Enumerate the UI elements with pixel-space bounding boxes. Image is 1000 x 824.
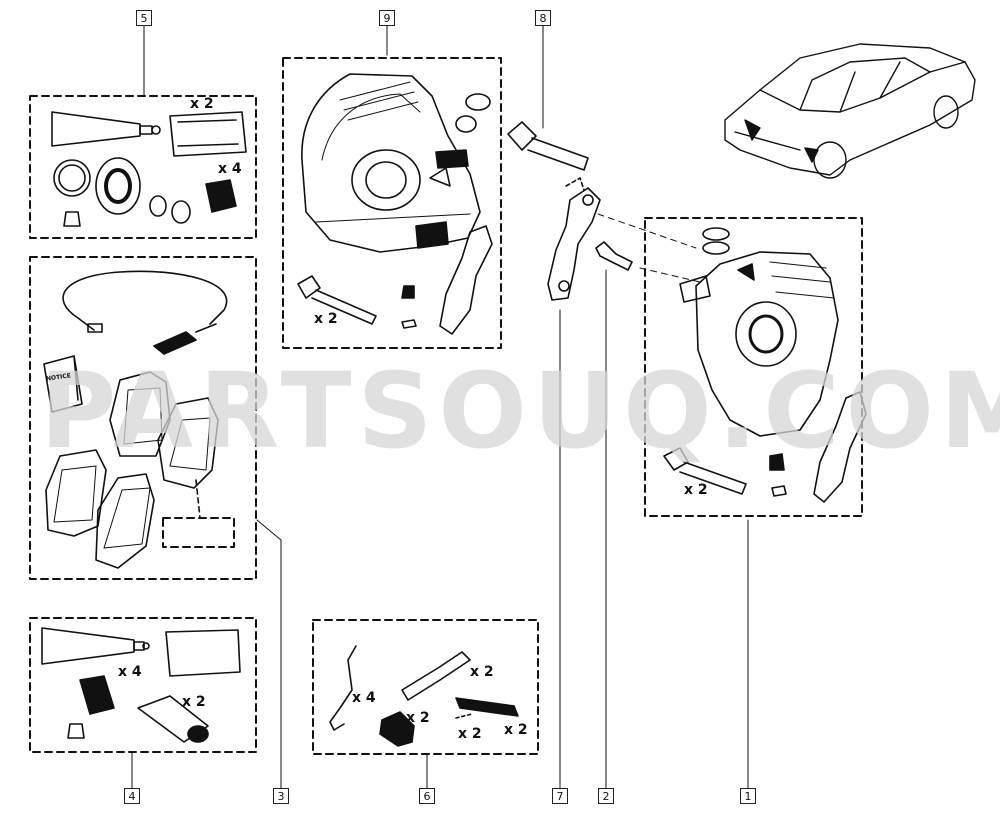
callout-9[interactable]: 9 (379, 10, 395, 26)
car-icon (724, 43, 976, 179)
brake-pad-icon (45, 449, 107, 537)
group-5-contents (51, 111, 247, 227)
qty-group6-plate: x 2 (458, 726, 482, 742)
callout-5[interactable]: 5 (136, 10, 152, 26)
group-3-contents (43, 270, 228, 569)
grease-sachet-icon (169, 111, 247, 157)
qty-group6-clip: x 2 (470, 664, 494, 680)
qty-group5-boot: x 4 (218, 161, 242, 177)
group-9-bolt (297, 225, 493, 335)
group-9-frame (282, 57, 502, 349)
qty-group4-sleeve: x 2 (182, 694, 206, 710)
grease-tube-icon (51, 111, 141, 147)
brake-caliper-icon (301, 73, 491, 253)
qty-group5-grease: x 2 (190, 96, 214, 112)
spring-clip-icon (401, 651, 471, 701)
leader-3 (256, 519, 282, 789)
brake-pad-icon (157, 397, 219, 489)
callout-2[interactable]: 2 (598, 788, 614, 804)
rubber-boot-icon (205, 179, 237, 213)
qty-group6-strip: x 2 (504, 722, 528, 738)
callout-6[interactable]: 6 (419, 788, 435, 804)
callout-3[interactable]: 3 (273, 788, 289, 804)
bolt-icon (507, 121, 537, 151)
bolt-icon (297, 275, 321, 299)
brake-pad-icon (95, 473, 155, 569)
retaining-spring-icon (329, 645, 357, 731)
qty-group6-spring: x 4 (352, 690, 376, 706)
group-6-frame (312, 619, 539, 755)
qty-group1-bolt: x 2 (684, 482, 708, 498)
brake-pad-icon (109, 371, 171, 457)
callout-4[interactable]: 4 (124, 788, 140, 804)
group-1-frame (644, 217, 863, 517)
notice-leaflet-icon (43, 355, 83, 413)
grease-tube-icon (41, 627, 135, 665)
wear-sensor-icon (62, 270, 228, 325)
group-1-bolt (663, 391, 867, 503)
brake-caliper-icon (679, 227, 839, 437)
group-5-frame (29, 95, 257, 239)
group-6-contents (329, 645, 519, 747)
group-4-contents (41, 627, 241, 743)
group-8-bolt (507, 121, 589, 191)
seal-ring-icon (53, 159, 91, 197)
bolt-icon (663, 447, 689, 471)
bracket-plate-icon (439, 225, 493, 335)
qty-group9-bolt: x 2 (314, 311, 338, 327)
guide-sleeve-icon (137, 695, 209, 743)
bracket-plate-icon (813, 391, 867, 503)
qty-group6-wire: x 2 (406, 710, 430, 726)
group-4-frame (29, 617, 257, 753)
group-2-bleed-screw (595, 241, 633, 271)
callout-7[interactable]: 7 (552, 788, 568, 804)
callout-8[interactable]: 8 (535, 10, 551, 26)
callout-1[interactable]: 1 (740, 788, 756, 804)
anti-rattle-plate-icon (455, 697, 519, 717)
grease-sachet-icon (165, 629, 241, 677)
sensor-slot-frame (162, 517, 235, 548)
group-7-bracket (547, 187, 601, 301)
wire-clip-icon (379, 711, 415, 747)
group-3-frame (29, 256, 257, 580)
qty-group4-boot: x 4 (118, 664, 142, 680)
